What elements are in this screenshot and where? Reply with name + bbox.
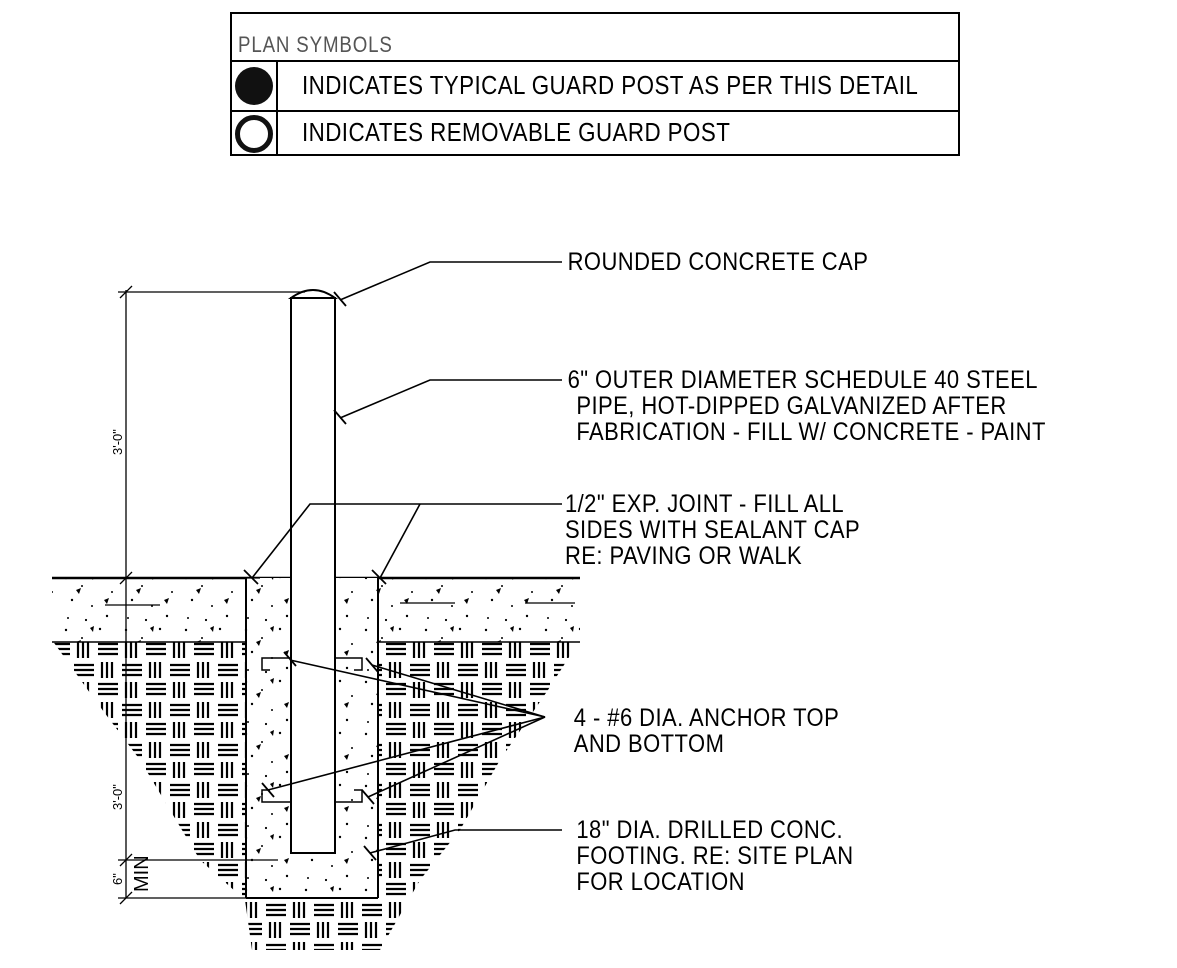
steel-pipe-post [287, 289, 339, 854]
legend-row-typical: INDICATES TYPICAL GUARD POST AS PER THIS… [232, 62, 958, 112]
leader-lines [251, 261, 562, 854]
callout-cap: ROUNDED CONCRETE CAP [568, 248, 869, 276]
legend-text-removable: INDICATES REMOVABLE GUARD POST [302, 117, 731, 147]
callout-pipe-line-3: FABRICATION - FILL W/ CONCRETE - PAINT [576, 418, 1045, 446]
callout-footing-line-1: 18" DIA. DRILLED CONC. [576, 816, 843, 844]
callout-footing-line-2: FOOTING. RE: SITE PLAN [576, 842, 853, 870]
filled-circle-icon [235, 67, 273, 105]
legend-symbol-cell [232, 112, 278, 156]
legend-text-typical: INDICATES TYPICAL GUARD POST AS PER THIS… [302, 70, 919, 100]
callout-anchor-line-2: AND BOTTOM [574, 730, 725, 758]
dim-bottom-min: MIN [131, 855, 153, 892]
callout-anchor-line-1: 4 - #6 DIA. ANCHOR TOP [574, 704, 839, 732]
dimension-lines [118, 285, 305, 905]
callout-joint-line-2: SIDES WITH SEALANT CAP [565, 516, 860, 544]
anchor-bars [261, 657, 363, 803]
callout-pipe-line-1: 6" OUTER DIAMETER SCHEDULE 40 STEEL [568, 366, 1038, 394]
dim-above-grade: 3'-0" [110, 429, 125, 455]
callout-footing-line-3: FOR LOCATION [576, 868, 745, 896]
plan-symbols-legend: PLAN SYMBOLS INDICATES TYPICAL GUARD POS… [230, 12, 960, 156]
dim-bottom: 6" [110, 873, 125, 885]
open-circle-icon [235, 115, 273, 153]
legend-symbol-cell [232, 62, 278, 110]
callout-joint-line-1: 1/2" EXP. JOINT - FILL ALL [565, 490, 844, 518]
callout-pipe-line-2: PIPE, HOT-DIPPED GALVANIZED AFTER [576, 392, 1006, 420]
callout-joint-line-3: RE: PAVING OR WALK [565, 542, 802, 570]
dim-below-grade: 3'-0" [110, 784, 125, 810]
legend-title-row: PLAN SYMBOLS [232, 14, 958, 62]
legend-row-removable: INDICATES REMOVABLE GUARD POST [232, 112, 958, 156]
legend-title: PLAN SYMBOLS [238, 32, 393, 57]
leader-ticks [243, 291, 387, 861]
